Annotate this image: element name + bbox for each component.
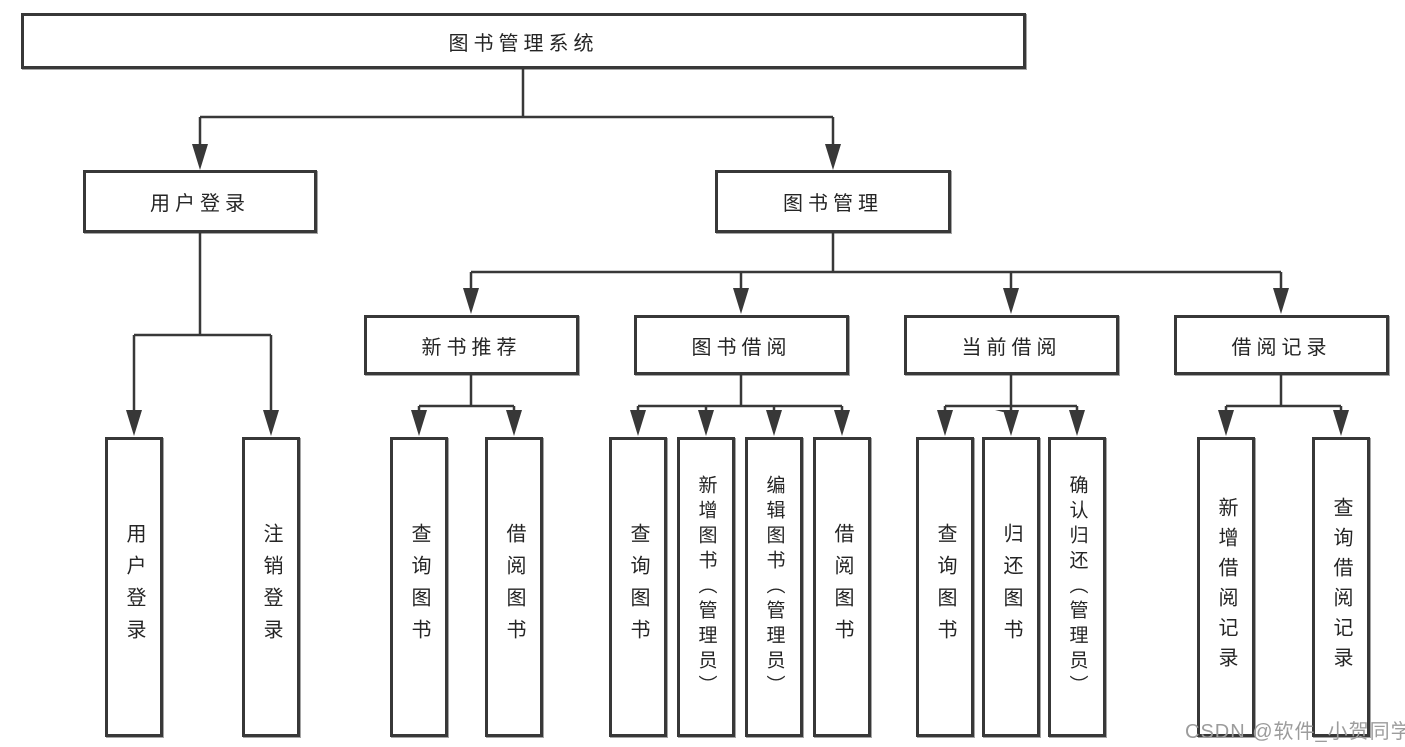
leaf-add-books-admin: 新增图书（管理员） bbox=[677, 437, 735, 737]
leaf-add-borrowing-record: 新增借阅记录 bbox=[1197, 437, 1255, 737]
node-book-borrowing: 图书借阅 bbox=[634, 315, 849, 375]
leaf-query-borrowing-record: 查询借阅记录 bbox=[1312, 437, 1370, 737]
csdn-watermark: CSDN @软件_小贺同学 bbox=[1185, 721, 1405, 743]
node-borrowing-records: 借阅记录 bbox=[1174, 315, 1389, 375]
leaf-logout: 注销登录 bbox=[242, 437, 300, 737]
connector-groups-to-leaves bbox=[417, 375, 1343, 412]
connector-root-to-level2 bbox=[198, 69, 835, 146]
node-user-login-module: 用户登录 bbox=[83, 170, 317, 233]
leaf-user-login: 用户登录 bbox=[105, 437, 163, 737]
connector-user-login-branch bbox=[132, 233, 273, 412]
leaf-query-books-borrowing: 查询图书 bbox=[609, 437, 667, 737]
leaf-borrow-books-recommend: 借阅图书 bbox=[485, 437, 543, 737]
leaf-confirm-return-admin: 确认归还（管理员） bbox=[1048, 437, 1106, 737]
leaf-return-books: 归还图书 bbox=[982, 437, 1040, 737]
node-library-management-system: 图书管理系统 bbox=[21, 13, 1026, 69]
leaf-borrow-books-borrowing: 借阅图书 bbox=[813, 437, 871, 737]
connector-book-management-branch bbox=[469, 233, 1283, 290]
arrowhead-icons bbox=[126, 144, 1349, 436]
node-current-borrowing: 当前借阅 bbox=[904, 315, 1119, 375]
node-book-management-module: 图书管理 bbox=[715, 170, 951, 233]
leaf-query-books-recommend: 查询图书 bbox=[390, 437, 448, 737]
leaf-query-books-current: 查询图书 bbox=[916, 437, 974, 737]
node-new-book-recommendation: 新书推荐 bbox=[364, 315, 579, 375]
leaf-edit-books-admin: 编辑图书（管理员） bbox=[745, 437, 803, 737]
